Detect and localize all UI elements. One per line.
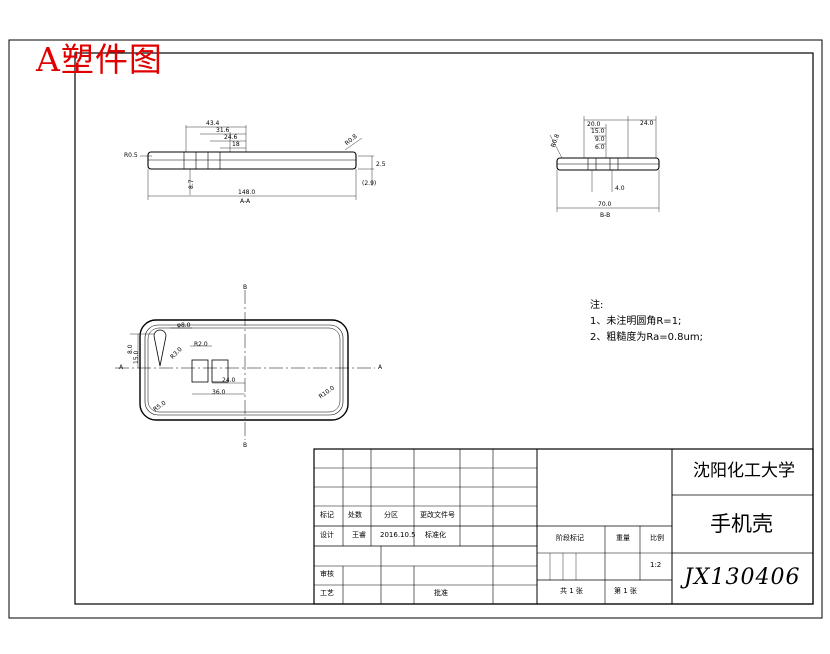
- dim-r0-8-bb: R0.8: [550, 133, 561, 148]
- dim-r0-5: R0.5: [124, 152, 138, 159]
- tb-approve-label: 批准: [434, 589, 448, 597]
- section-aa-label: A-A: [240, 198, 251, 205]
- dim-r5-0: R5.0: [152, 400, 167, 414]
- dim-2-9: (2.9): [362, 180, 376, 187]
- tb-standardization-label: 标准化: [425, 531, 446, 539]
- dim-8-7: 8.7: [188, 179, 195, 189]
- part-name: 手机壳: [710, 512, 773, 536]
- tb-design-date: 2016.10.5: [380, 531, 416, 539]
- tb-stage-label: 阶段标记: [556, 534, 584, 542]
- dim-31-6: 31.6: [216, 127, 230, 134]
- dim-20-0: 20.0: [587, 121, 601, 128]
- mark-b-bottom: B: [243, 442, 247, 449]
- tb-scale-value: 1:2: [650, 561, 662, 569]
- dim-15-0-plan: 15.0: [133, 350, 140, 364]
- technical-notes: 注: 1、未注明圆角R=1; 2、粗糙度为Ra=0.8um;: [590, 298, 703, 346]
- dim-r10-0: R10.0: [318, 384, 337, 400]
- tb-check-label: 审核: [320, 570, 334, 578]
- note-item-2: 2、粗糙度为Ra=0.8um;: [590, 332, 703, 343]
- tb-weight-label: 重量: [616, 534, 630, 542]
- dim-2-5: 2.5: [376, 161, 386, 168]
- dim-24-6: 24.6: [224, 134, 238, 141]
- mark-a-right: A: [378, 364, 383, 371]
- dim-43-4: 43.4: [206, 120, 220, 127]
- dim-36-0: 36.0: [212, 389, 226, 396]
- dim-24-0-plan: 24.0: [222, 377, 236, 384]
- plan-view-marks: A A B B φ8.0 8.0 R3.0 15.0 R2.0 24.0 36.…: [119, 284, 383, 449]
- section-bb-label: B-B: [600, 212, 610, 219]
- mark-b-top: B: [243, 284, 247, 291]
- dim-18: 18: [232, 141, 240, 148]
- tb-zone-label: 分区: [384, 511, 398, 519]
- drawing-number: JX130406: [684, 565, 801, 590]
- school-name: 沈阳化工大学: [693, 461, 795, 481]
- dim-r2-0: R2.0: [194, 341, 208, 348]
- tb-scale-label: 比例: [650, 534, 664, 542]
- plan-view: [115, 290, 375, 440]
- dim-r0-8: R0.8: [344, 133, 359, 147]
- section-bb-view: [549, 116, 660, 212]
- dim-4-0: 4.0: [615, 185, 625, 192]
- tb-count-label: 处数: [348, 511, 362, 519]
- section-bb-dims: 20.0 15.0 9.0 6.0 24.0 R0.8 70.0 4.0 B-B: [550, 120, 654, 219]
- drawing-stamp: A塑件图: [36, 40, 163, 79]
- note-item-1: 1、未注明圆角R=1;: [590, 316, 682, 327]
- dim-9-0: 9.0: [595, 136, 605, 143]
- dim-6-0: 6.0: [595, 144, 605, 151]
- title-block-grid: [313, 448, 814, 605]
- dim-15-0: 15.0: [591, 128, 605, 135]
- tb-sheet-number: 第 1 张: [614, 587, 637, 595]
- mark-a-left: A: [119, 364, 124, 371]
- outer-frame: [8, 39, 823, 619]
- dim-24-0: 24.0: [640, 120, 654, 127]
- dim-70-0: 70.0: [598, 201, 612, 208]
- notes-title: 注:: [590, 300, 604, 311]
- tb-mark-label: 标记: [320, 511, 334, 519]
- tb-total-sheets: 共 1 张: [560, 587, 583, 595]
- tb-process-label: 工艺: [320, 589, 334, 597]
- dim-148-0: 148.0: [238, 189, 255, 196]
- dim-r3-0: R3.0: [169, 346, 184, 361]
- section-aa-view: [140, 125, 374, 200]
- section-aa-dims: 43.4 31.6 24.6 18 R0.5 R0.8 2.5 8.7 148.…: [124, 120, 386, 205]
- tb-change-doc-label: 更改文件号: [420, 511, 455, 519]
- tb-designer-name: 王睿: [352, 531, 366, 539]
- dim-8-0: 8.0: [127, 344, 134, 354]
- dim-phi-8: φ8.0: [177, 322, 191, 329]
- tb-designer-label: 设计: [320, 531, 334, 539]
